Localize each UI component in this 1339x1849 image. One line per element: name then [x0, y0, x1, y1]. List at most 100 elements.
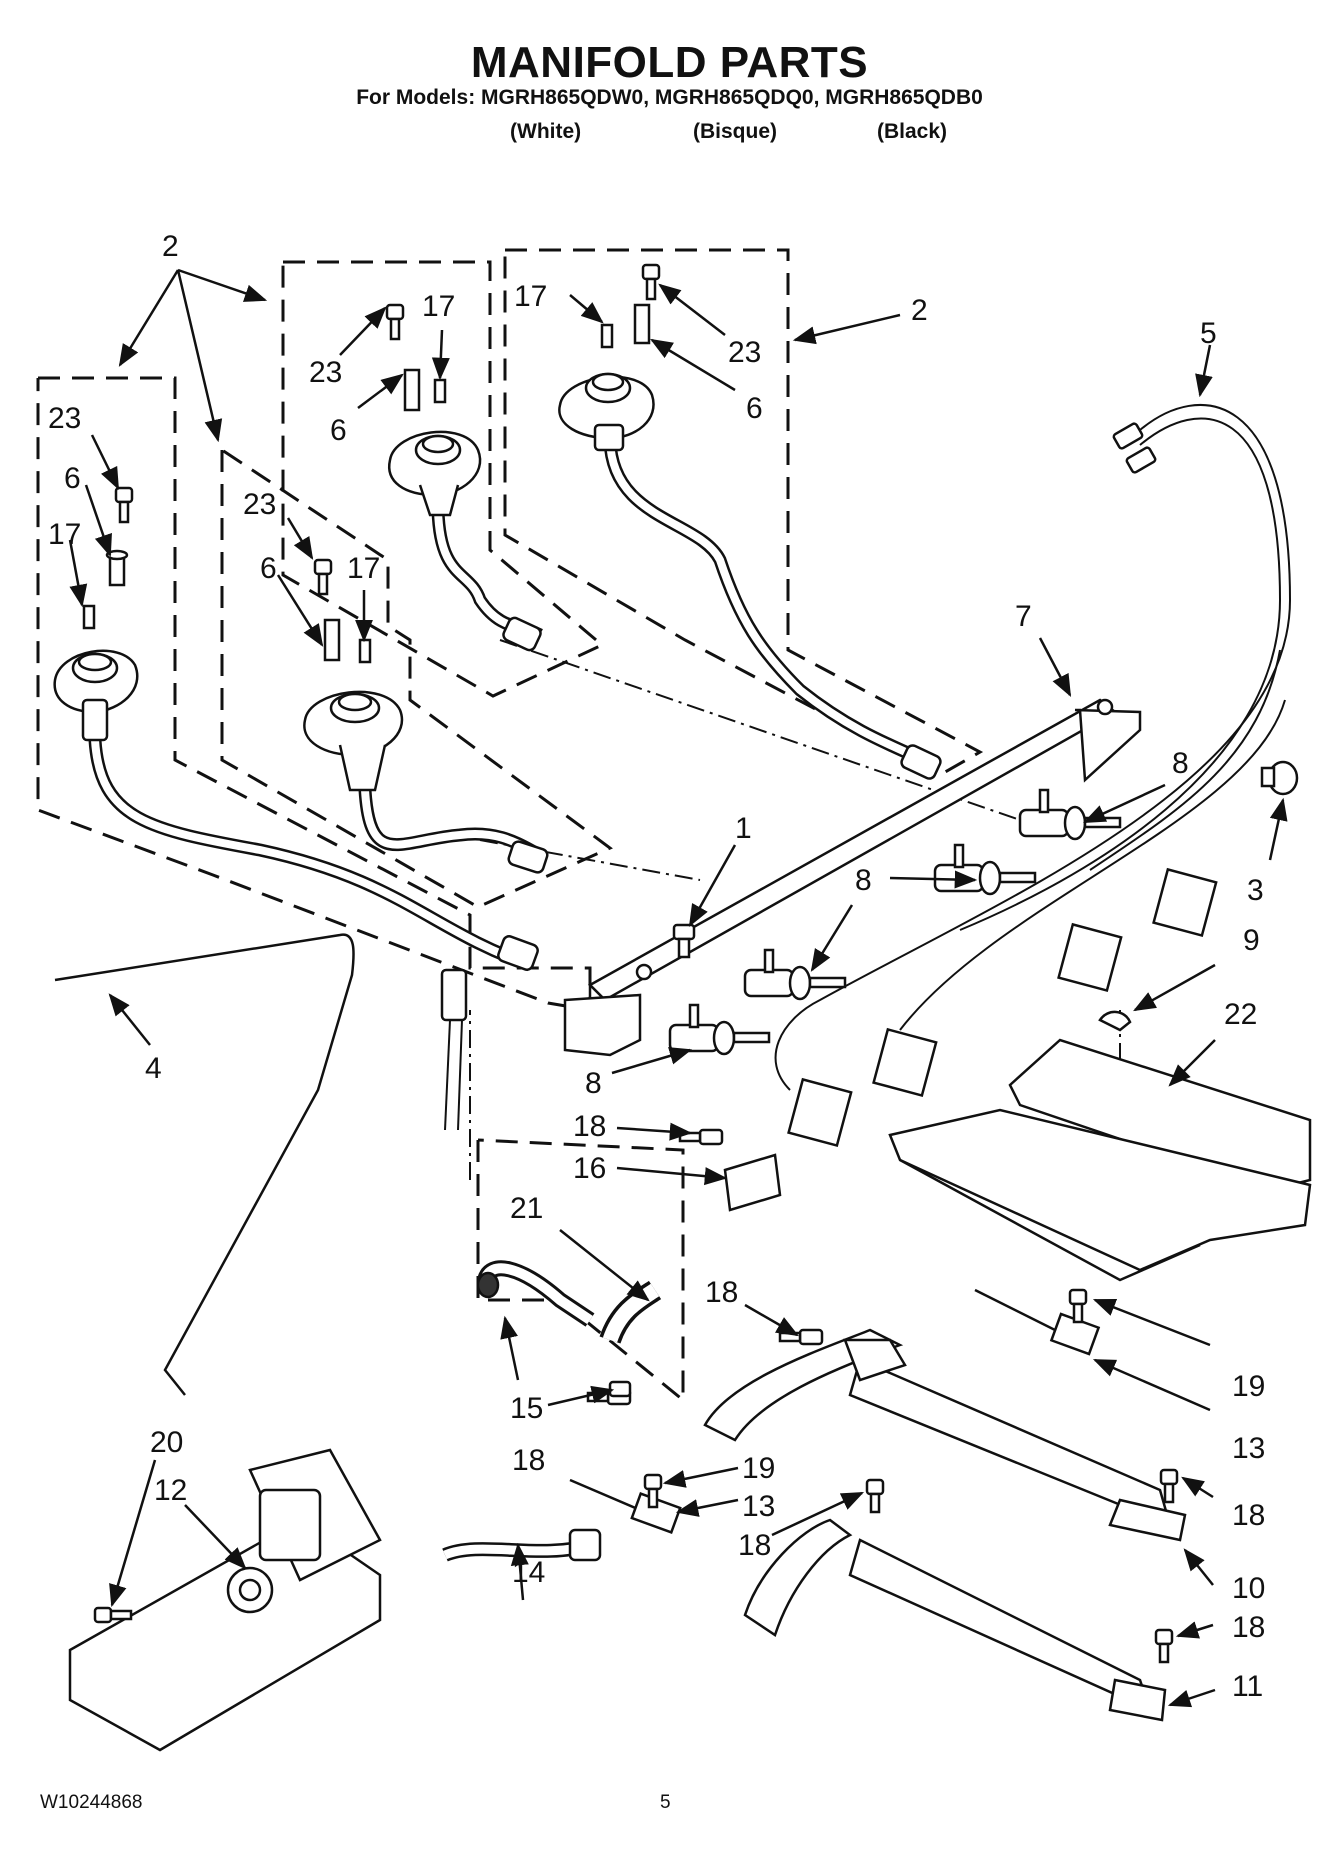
leader-17c: [431, 329, 450, 381]
igniter-6-right: [633, 303, 651, 345]
spreader-17-center: [433, 378, 447, 404]
valve-8-a: [1018, 788, 1122, 841]
screw-20: [93, 1606, 133, 1624]
oven-burners: [703, 1328, 1187, 1722]
callout-18-a: 18: [573, 1110, 606, 1143]
callout-10: 10: [1232, 1572, 1265, 1605]
tube-fitting-right: [900, 744, 942, 780]
callout-17-center-left: 17: [347, 552, 380, 585]
leader-14: [510, 1542, 529, 1601]
burner-base-center: [387, 430, 482, 517]
callout-18-f: 18: [1232, 1611, 1265, 1644]
screw-18-e: [865, 1478, 885, 1514]
page-number: 5: [660, 1792, 671, 1813]
leader-18e: [1181, 1476, 1214, 1499]
model-list: For Models: MGRH865QDW0, MGRH865QDQ0, MG…: [356, 86, 983, 109]
harness-connector-a: [1112, 422, 1144, 450]
leader-6a: [84, 484, 112, 558]
leader-19a: [1092, 1298, 1211, 1347]
leader-2c: [176, 269, 223, 443]
leader-13b: [675, 1498, 739, 1517]
leader-17d: [569, 294, 604, 324]
leader-10: [1183, 1548, 1214, 1586]
burner-bases: [53, 372, 655, 792]
leader-6b: [276, 574, 324, 647]
leader-6c: [357, 373, 404, 409]
harness-connector-b: [1125, 446, 1157, 474]
document-code: W10244868: [40, 1792, 143, 1813]
screw-23-center: [385, 303, 405, 341]
flex-supply-line: [440, 968, 468, 1131]
callout-13-b: 13: [742, 1490, 775, 1523]
pilot-tube-4: [54, 933, 355, 1396]
screw-18-d: [1159, 1468, 1179, 1504]
elbow-21: [599, 1280, 662, 1344]
leader-12: [184, 1504, 247, 1570]
valve-8-d: [668, 1003, 771, 1056]
igniter-6-left: [105, 549, 129, 587]
callout-23-left: 23: [48, 402, 81, 435]
callout-17-left: 17: [48, 518, 81, 551]
spreader-17-right: [600, 323, 614, 349]
callout-20: 20: [150, 1426, 183, 1459]
leader-2a: [118, 269, 180, 367]
valve-8-b: [933, 843, 1037, 896]
callout-19-a: 19: [1232, 1370, 1265, 1403]
harness-wire-4: [899, 699, 1286, 1031]
harness-wire-2: [959, 417, 1282, 931]
page-title: MANIFOLD PARTS: [470, 38, 869, 87]
assembly-box-center-left: [220, 448, 613, 909]
callout-3: 3: [1247, 874, 1264, 907]
callout-14: 14: [512, 1556, 545, 1589]
leader-4: [108, 993, 151, 1046]
manifold-pipe: [563, 698, 1142, 1057]
alignment-line-1: [499, 639, 1021, 821]
callout-23-center-left: 23: [243, 488, 276, 521]
color-label-black: (Black): [877, 120, 948, 143]
leader-7: [1038, 637, 1072, 697]
callout-17-center: 17: [422, 290, 455, 323]
clip-9: [1098, 1010, 1132, 1032]
burner-box-baffle: [888, 1038, 1312, 1282]
manifold-screw-1: [672, 923, 696, 959]
burner-base-left: [53, 649, 139, 742]
callout-18-e: 18: [1232, 1499, 1265, 1532]
leader-18a: [616, 1122, 693, 1141]
callout-16: 16: [573, 1152, 606, 1185]
leader-21: [559, 1229, 650, 1302]
igniter-6-center-left: [323, 618, 341, 662]
leader-1: [688, 844, 737, 927]
callout-6-right: 6: [746, 392, 763, 425]
callout-23-center: 23: [309, 356, 342, 389]
leader-23a: [90, 434, 120, 491]
callout-17-right: 17: [514, 280, 547, 313]
callout-11: 11: [1232, 1670, 1263, 1703]
screw-23-center-left: [313, 558, 333, 596]
callout-6-left: 6: [64, 462, 81, 495]
valve-8-c: [743, 948, 847, 1001]
page-header: MANIFOLD PARTS For Models: MGRH865QDW0, …: [0, 0, 1339, 160]
leader-2b: [177, 268, 268, 302]
leader-2d: [792, 313, 901, 345]
harness-wire-3: [1089, 649, 1281, 871]
leader-8c: [810, 904, 854, 972]
assembly-box-left: [36, 376, 592, 1012]
leader-8d: [611, 1047, 693, 1075]
callout-7: 7: [1015, 600, 1032, 633]
spreader-17-center-left: [358, 638, 372, 664]
callout-8-b: 8: [855, 864, 872, 897]
burner-base-center-left: [303, 690, 404, 792]
leader-18d: [771, 1491, 865, 1537]
switch-d: [787, 1077, 853, 1148]
callout-4: 4: [145, 1052, 162, 1085]
switch-b: [1057, 922, 1123, 993]
callout-1: 1: [735, 812, 752, 845]
harness-wire-1: [774, 403, 1292, 1091]
screw-19-upper: [1068, 1288, 1088, 1324]
assembly-box-right: [503, 248, 984, 777]
leader-20: [109, 1459, 157, 1608]
leader-11: [1167, 1688, 1216, 1708]
bracket-16: [723, 1153, 782, 1212]
switch-c: [872, 1027, 938, 1098]
